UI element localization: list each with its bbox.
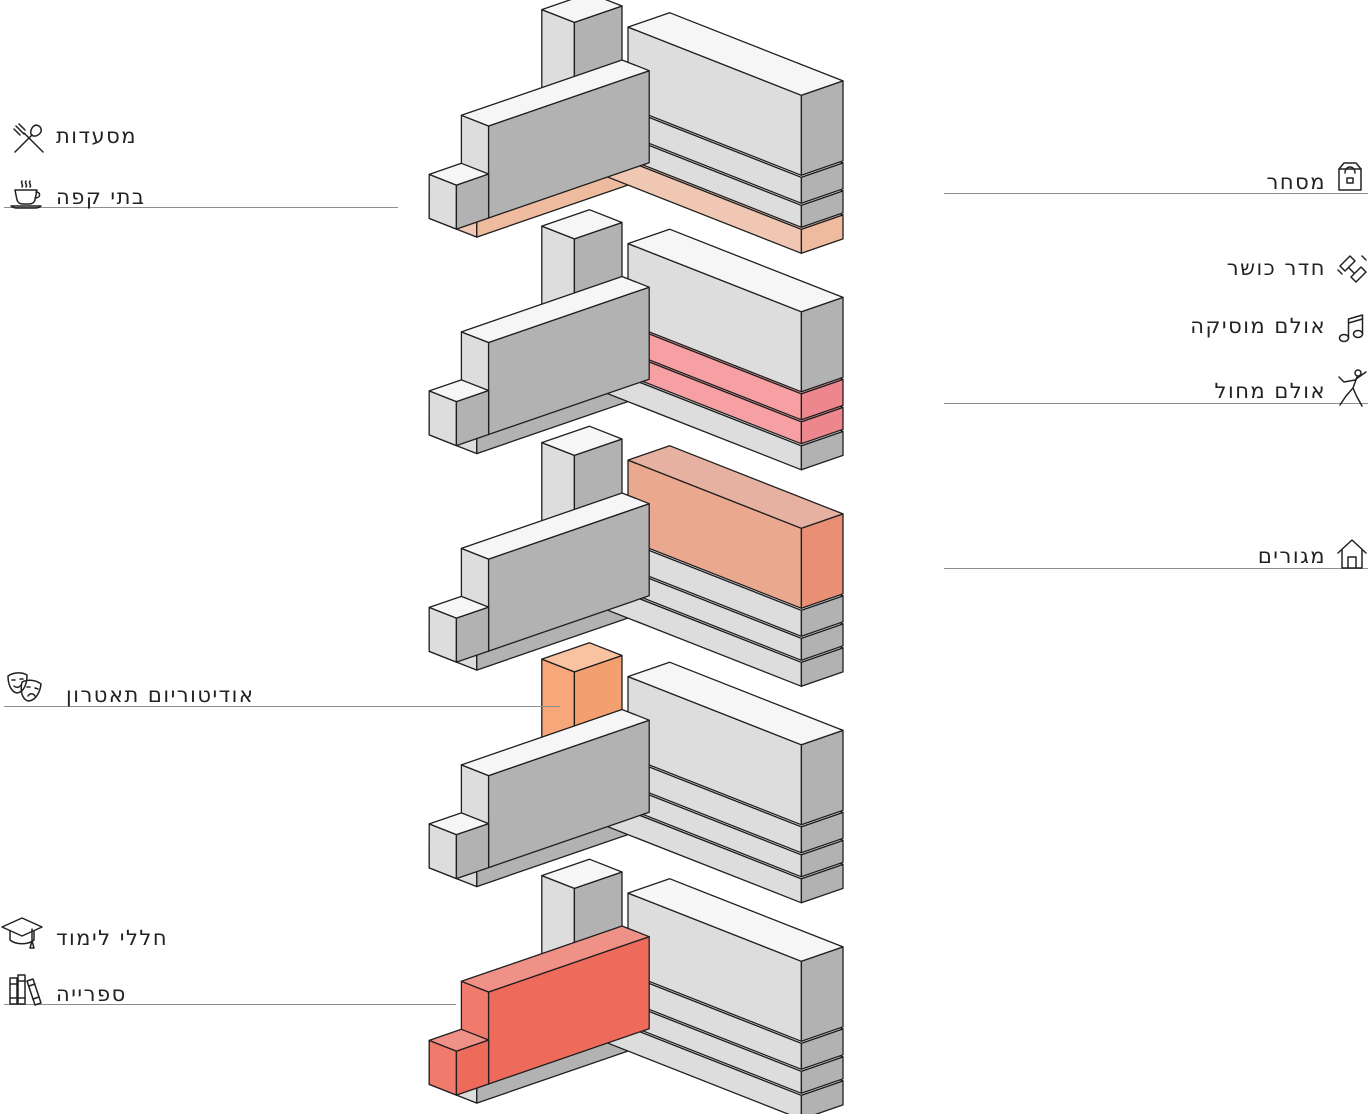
leader-line-right-3 xyxy=(944,568,1368,569)
leader-line-left-5 xyxy=(4,1004,456,1005)
stack-1-block-side-face xyxy=(800,80,844,176)
stack-3-block-side-face xyxy=(800,513,844,609)
label-music-hall: אולם מוסיקה xyxy=(1190,314,1326,338)
stack-4-block-top-face xyxy=(627,661,844,746)
stack-2-block-side-face xyxy=(800,296,844,393)
stack-2-stepHigh-top-face xyxy=(460,275,650,344)
stack-4-stepHigh-top-face xyxy=(460,708,650,777)
stack-1-tower-top-face xyxy=(541,0,623,24)
label-auditorium-theater: אודיטוריום תאטרון xyxy=(66,683,255,707)
stack-3-stepLow-top-face xyxy=(428,595,490,619)
house-icon xyxy=(1336,538,1368,570)
music-note-icon xyxy=(1337,313,1365,345)
stack-3-block-top-face xyxy=(627,445,844,529)
building-stack-3 xyxy=(428,425,844,687)
books-icon xyxy=(8,972,44,1008)
stack-3-stepHigh-top-face xyxy=(460,492,650,560)
stack-2-tower-top-face xyxy=(541,209,623,240)
label-library: ספרייה xyxy=(56,982,127,1006)
leader-line-left-1 xyxy=(4,207,398,208)
stack-5-block-top-face xyxy=(627,878,844,962)
coffee-cup-icon xyxy=(10,180,44,210)
label-cafes: בתי קפה xyxy=(56,185,146,209)
stack-4-block-side-face xyxy=(800,729,844,826)
building-stack-5 xyxy=(428,858,844,1114)
stack-1-block-top-face xyxy=(627,12,844,96)
leader-line-left-4 xyxy=(4,706,560,707)
leader-line-right-1 xyxy=(944,193,1368,194)
stack-5-block-side-face xyxy=(800,946,844,1042)
label-restaurants: מסעדות xyxy=(56,124,138,148)
stack-2-stepLow-top-face xyxy=(428,379,490,403)
dancer-icon xyxy=(1336,368,1370,408)
building-stack-1 xyxy=(428,0,844,254)
label-study-spaces: חללי לימוד xyxy=(56,926,169,950)
stack-2-block-top-face xyxy=(627,228,844,313)
stack-1-stepHigh-top-face xyxy=(460,59,650,127)
label-commerce: מסחר xyxy=(1266,170,1326,194)
stack-4-stepLow-top-face xyxy=(428,812,490,836)
building-stack-2 xyxy=(428,209,844,471)
shopping-bag-icon xyxy=(1336,160,1364,192)
graduation-cap-icon xyxy=(0,915,44,951)
leader-line-right-2 xyxy=(944,403,1368,404)
label-residences: מגורים xyxy=(1257,544,1326,568)
fork-spoon-icon xyxy=(12,122,46,156)
stack-4-tower-top-face xyxy=(541,642,623,673)
label-dance-hall: אולם מחול xyxy=(1214,379,1326,403)
stack-1-stepLow-top-face xyxy=(428,162,490,186)
stack-5-tower-top-face xyxy=(541,858,623,890)
stack-5-stepLow-top-face xyxy=(428,1028,490,1052)
label-gym: חדר כושר xyxy=(1226,256,1326,280)
stack-3-tower-top-face xyxy=(541,425,623,457)
dumbbell-icon xyxy=(1336,252,1370,284)
theater-masks-icon xyxy=(6,670,44,706)
stack-5-stepHigh-top-face xyxy=(460,925,650,993)
building-stack-4 xyxy=(428,642,844,904)
